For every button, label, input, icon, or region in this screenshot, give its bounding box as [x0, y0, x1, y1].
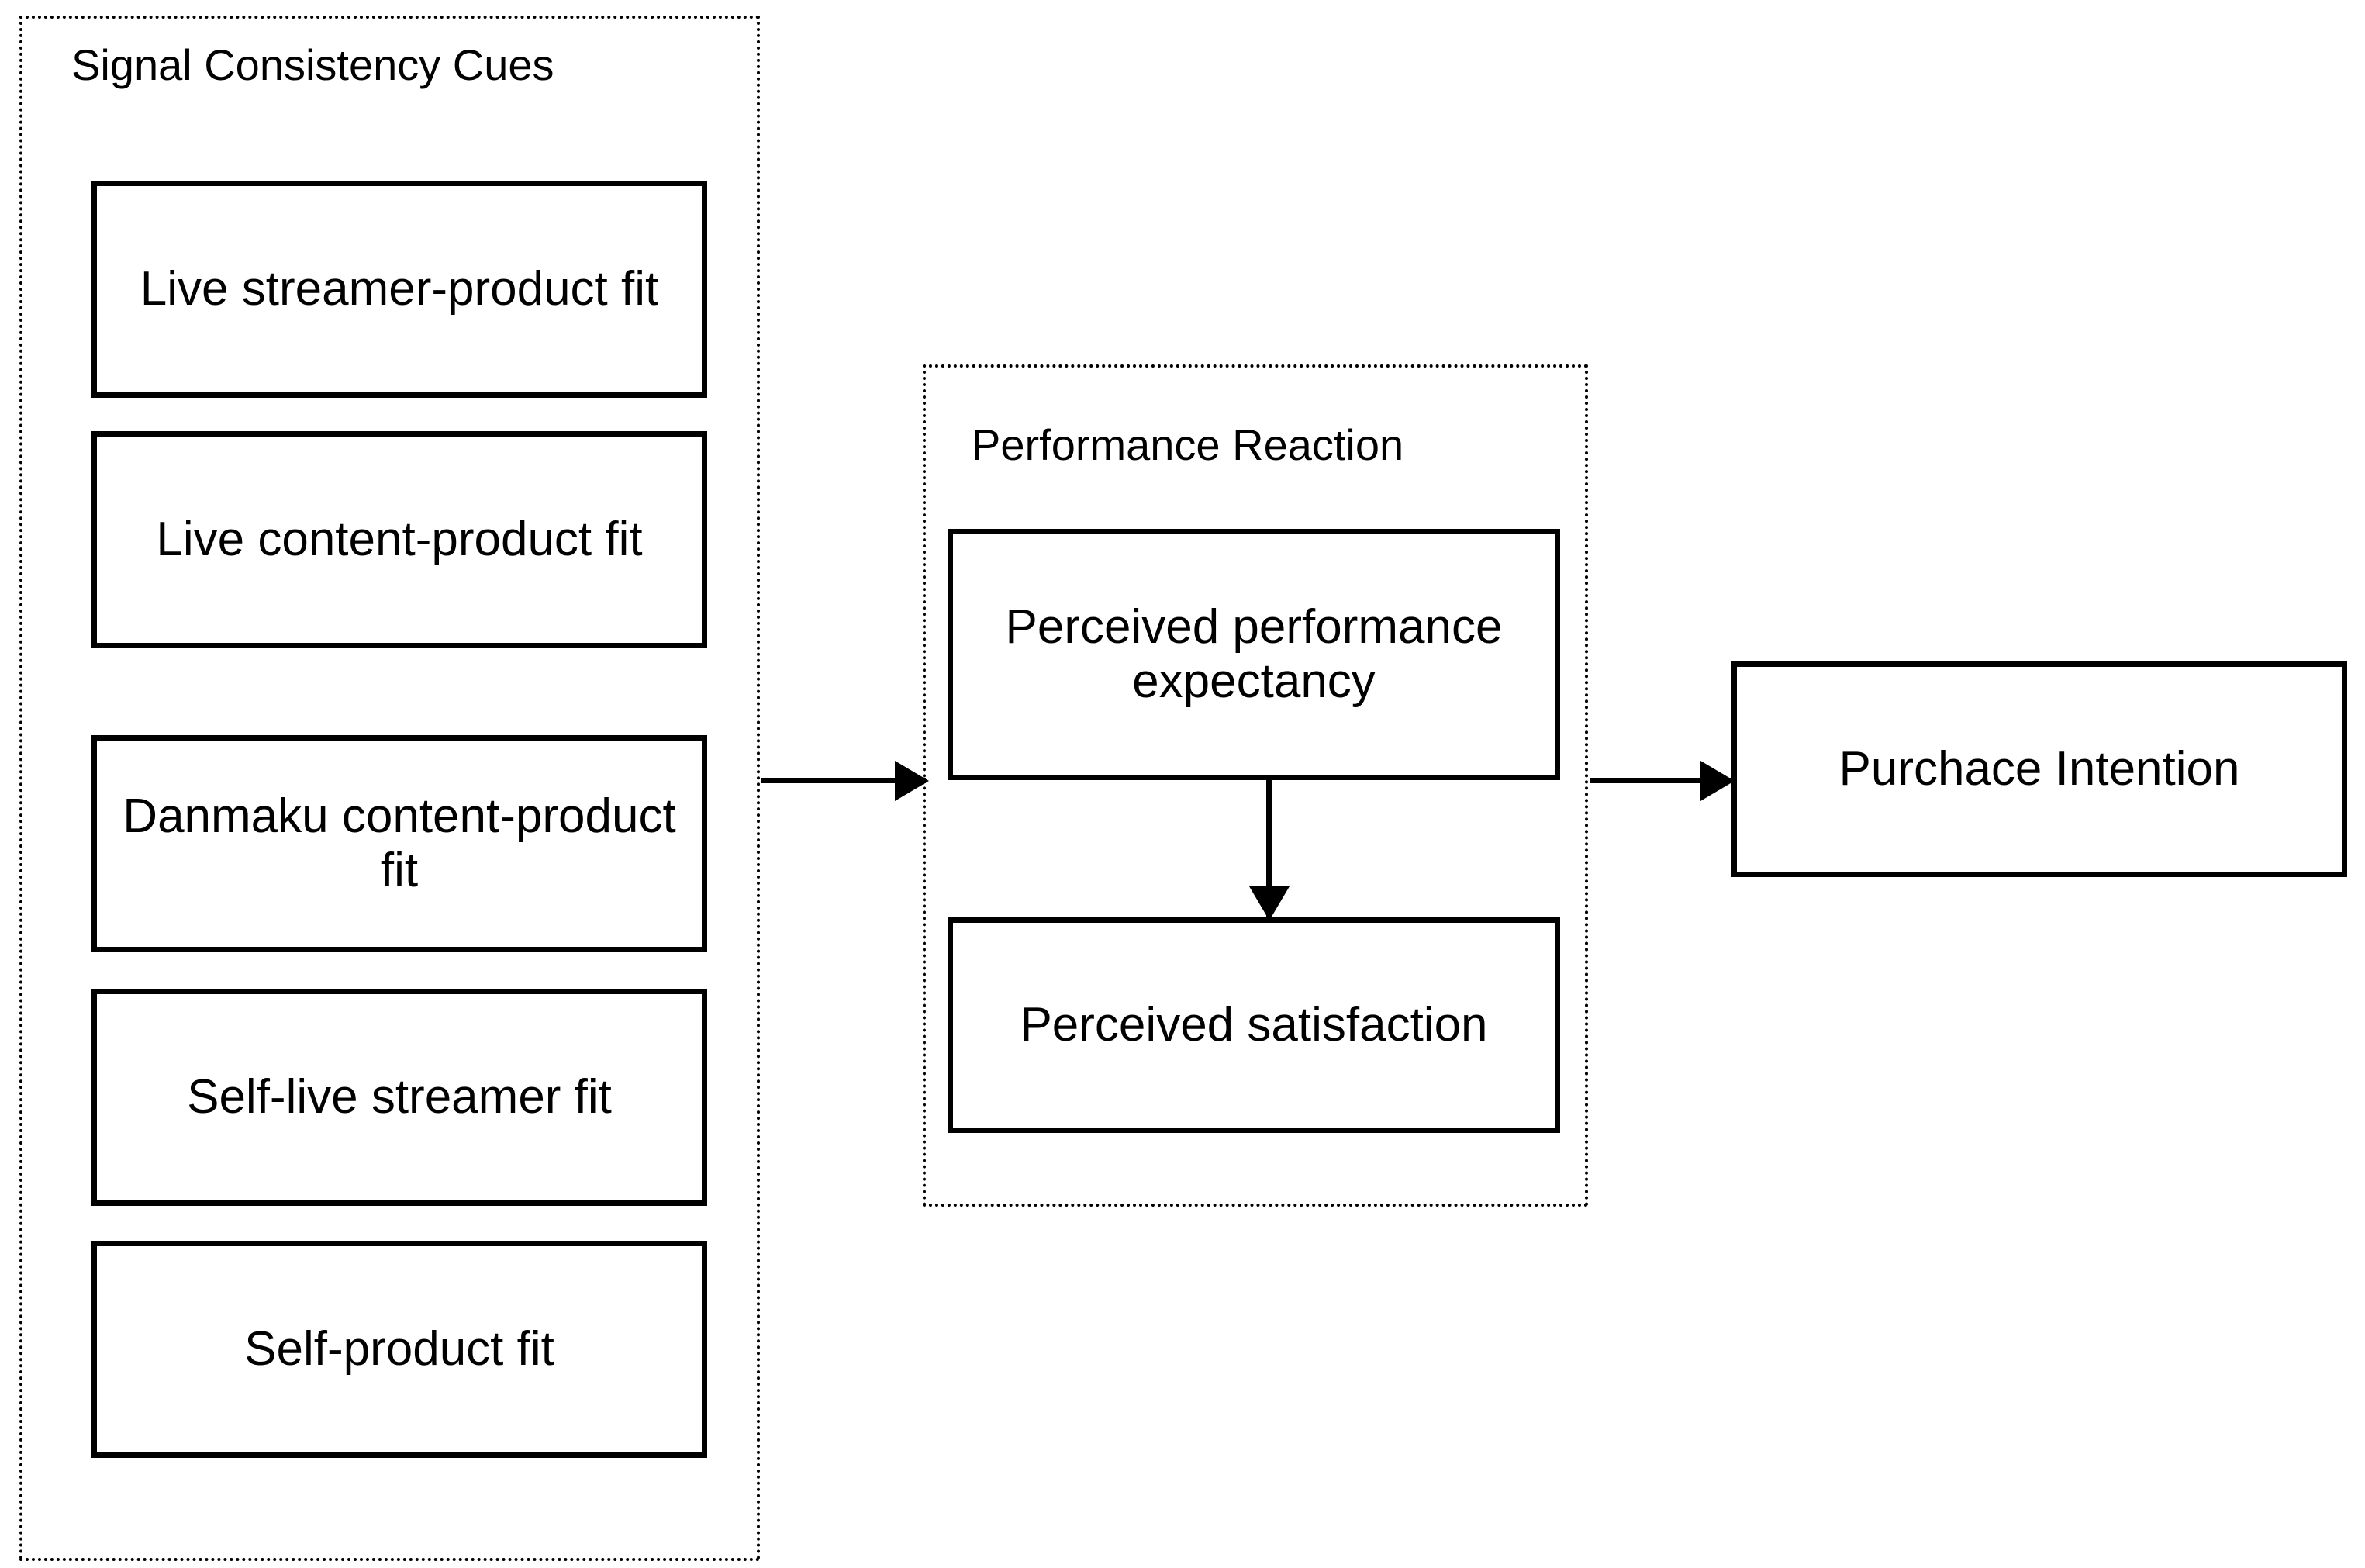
group-title-performance-reaction: Performance Reaction — [972, 420, 1404, 469]
group-title-signal-consistency-cues: Signal Consistency Cues — [71, 40, 554, 89]
box-self-product-fit[interactable]: Self-product fit — [91, 1241, 707, 1458]
box-label-perceived-performance-expectancy: Perceived performance expectancy — [1005, 599, 1503, 708]
arrow-cues-to-performance — [761, 778, 926, 783]
box-perceived-satisfaction[interactable]: Perceived satisfaction — [948, 917, 1560, 1133]
group-performance-reaction — [923, 364, 1588, 1207]
group-signal-consistency-cues — [19, 16, 760, 1561]
box-live-content-product-fit[interactable]: Live content-product fit — [91, 431, 707, 648]
arrow-expectancy-to-satisfaction — [1266, 780, 1272, 917]
box-live-streamer-product-fit[interactable]: Live streamer-product fit — [91, 181, 707, 398]
box-perceived-performance-expectancy[interactable]: Perceived performance expectancy — [948, 529, 1560, 780]
box-label-self-product-fit: Self-product fit — [244, 1321, 554, 1376]
box-label-live-content-product-fit: Live content-product fit — [156, 512, 643, 566]
arrow-performance-to-purchace — [1590, 778, 1731, 783]
box-label-danmaku-content-product-fit: Danmaku content-product fit — [123, 789, 676, 897]
box-label-purchace-intention: Purchace Intention — [1838, 741, 2240, 796]
box-danmaku-content-product-fit[interactable]: Danmaku content-product fit — [91, 735, 707, 952]
box-label-self-live-streamer-fit: Self-live streamer fit — [187, 1069, 612, 1124]
box-purchace-intention[interactable]: Purchace Intention — [1731, 661, 2347, 877]
box-label-perceived-satisfaction: Perceived satisfaction — [1020, 997, 1488, 1052]
box-self-live-streamer-fit[interactable]: Self-live streamer fit — [91, 989, 707, 1206]
box-label-live-streamer-product-fit: Live streamer-product fit — [140, 261, 659, 316]
